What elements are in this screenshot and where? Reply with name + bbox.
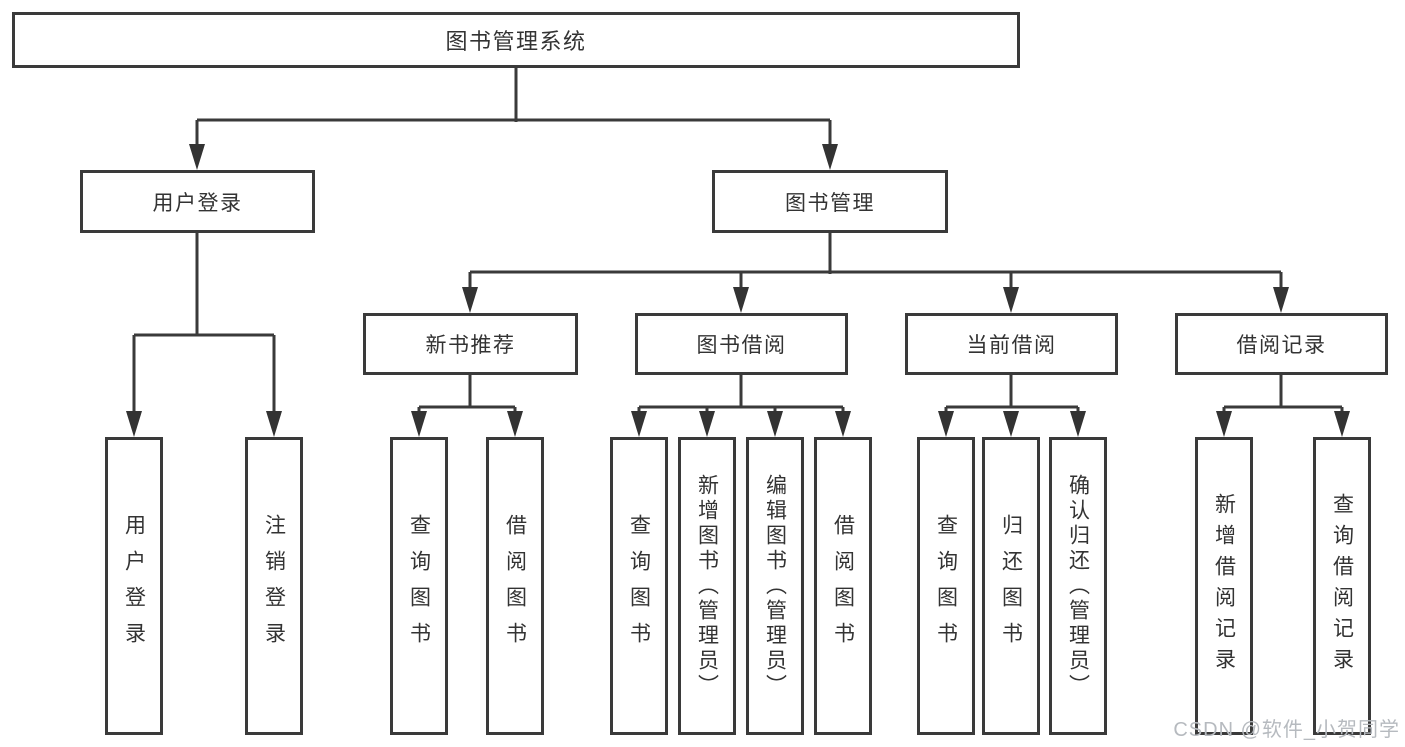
- node-new-book-recommend-label: 新书推荐: [425, 334, 516, 357]
- node-book-management-label: 图书管理: [785, 191, 875, 215]
- leaf-query-book-1-label: 查询图书: [407, 514, 431, 658]
- arrow-down-icon: [1003, 411, 1019, 437]
- arrow-down-icon: [938, 411, 954, 437]
- arrow-down-icon: [835, 411, 851, 437]
- leaf-query-book-1: 查询图书: [390, 437, 448, 735]
- node-book-borrowing-label: 图书借阅: [696, 334, 787, 357]
- leaf-query-book-2: 查询图书: [610, 437, 668, 735]
- leaf-add-book-admin-label: 新增图书（管理员）: [695, 473, 719, 699]
- arrow-down-icon: [822, 144, 838, 170]
- arrow-down-icon: [1334, 411, 1350, 437]
- leaf-add-borrow-record-label: 新增借阅记录: [1212, 493, 1236, 679]
- arrow-down-icon: [631, 411, 647, 437]
- arrowheads: [126, 144, 1350, 437]
- leaf-confirm-return-admin: 确认归还（管理员）: [1049, 437, 1107, 735]
- node-new-book-recommend: 新书推荐: [363, 313, 578, 375]
- arrow-down-icon: [1003, 287, 1019, 313]
- arrow-down-icon: [1216, 411, 1232, 437]
- node-current-borrowing: 当前借阅: [905, 313, 1118, 375]
- leaf-add-book-admin: 新增图书（管理员）: [678, 437, 736, 735]
- node-borrowing-records-label: 借阅记录: [1236, 334, 1327, 357]
- leaf-logout: 注销登录: [245, 437, 303, 735]
- node-book-management: 图书管理: [712, 170, 948, 233]
- csdn-watermark: CSDN @软件_小贺同学: [1173, 719, 1400, 741]
- node-book-borrowing: 图书借阅: [635, 313, 848, 375]
- arrow-down-icon: [733, 287, 749, 313]
- arrow-down-icon: [507, 411, 523, 437]
- arrow-down-icon: [266, 411, 282, 437]
- node-user-login-label: 用户登录: [152, 191, 243, 215]
- arrow-down-icon: [1273, 287, 1289, 313]
- leaf-edit-book-admin: 编辑图书（管理员）: [746, 437, 804, 735]
- leaf-borrow-book-1-label: 借阅图书: [503, 514, 527, 658]
- leaf-logout-label: 注销登录: [262, 514, 286, 658]
- leaf-return-book: 归还图书: [982, 437, 1040, 735]
- leaf-query-borrow-record-label: 查询借阅记录: [1330, 493, 1354, 679]
- leaf-query-book-3-label: 查询图书: [934, 514, 958, 658]
- leaf-query-book-3: 查询图书: [917, 437, 975, 735]
- arrow-down-icon: [126, 411, 142, 437]
- leaf-add-borrow-record: 新增借阅记录: [1195, 437, 1253, 735]
- leaf-user-login-label: 用户登录: [122, 514, 146, 658]
- leaf-borrow-book-2-label: 借阅图书: [831, 514, 855, 658]
- leaf-query-borrow-record: 查询借阅记录: [1313, 437, 1371, 735]
- arrow-down-icon: [767, 411, 783, 437]
- arrow-down-icon: [189, 144, 205, 170]
- leaf-confirm-return-admin-label: 确认归还（管理员）: [1066, 473, 1090, 699]
- node-borrowing-records: 借阅记录: [1175, 313, 1388, 375]
- leaf-user-login: 用户登录: [105, 437, 163, 735]
- leaf-borrow-book-1: 借阅图书: [486, 437, 544, 735]
- arrow-down-icon: [699, 411, 715, 437]
- arrow-down-icon: [411, 411, 427, 437]
- node-current-borrowing-label: 当前借阅: [966, 334, 1057, 357]
- node-root-label: 图书管理系统: [445, 29, 587, 54]
- leaf-borrow-book-2: 借阅图书: [814, 437, 872, 735]
- arrow-down-icon: [1070, 411, 1086, 437]
- arrow-down-icon: [462, 287, 478, 313]
- node-root: 图书管理系统: [12, 12, 1020, 68]
- leaf-return-book-label: 归还图书: [999, 514, 1023, 658]
- node-user-login: 用户登录: [80, 170, 315, 233]
- leaf-edit-book-admin-label: 编辑图书（管理员）: [763, 473, 787, 699]
- leaf-query-book-2-label: 查询图书: [627, 514, 651, 658]
